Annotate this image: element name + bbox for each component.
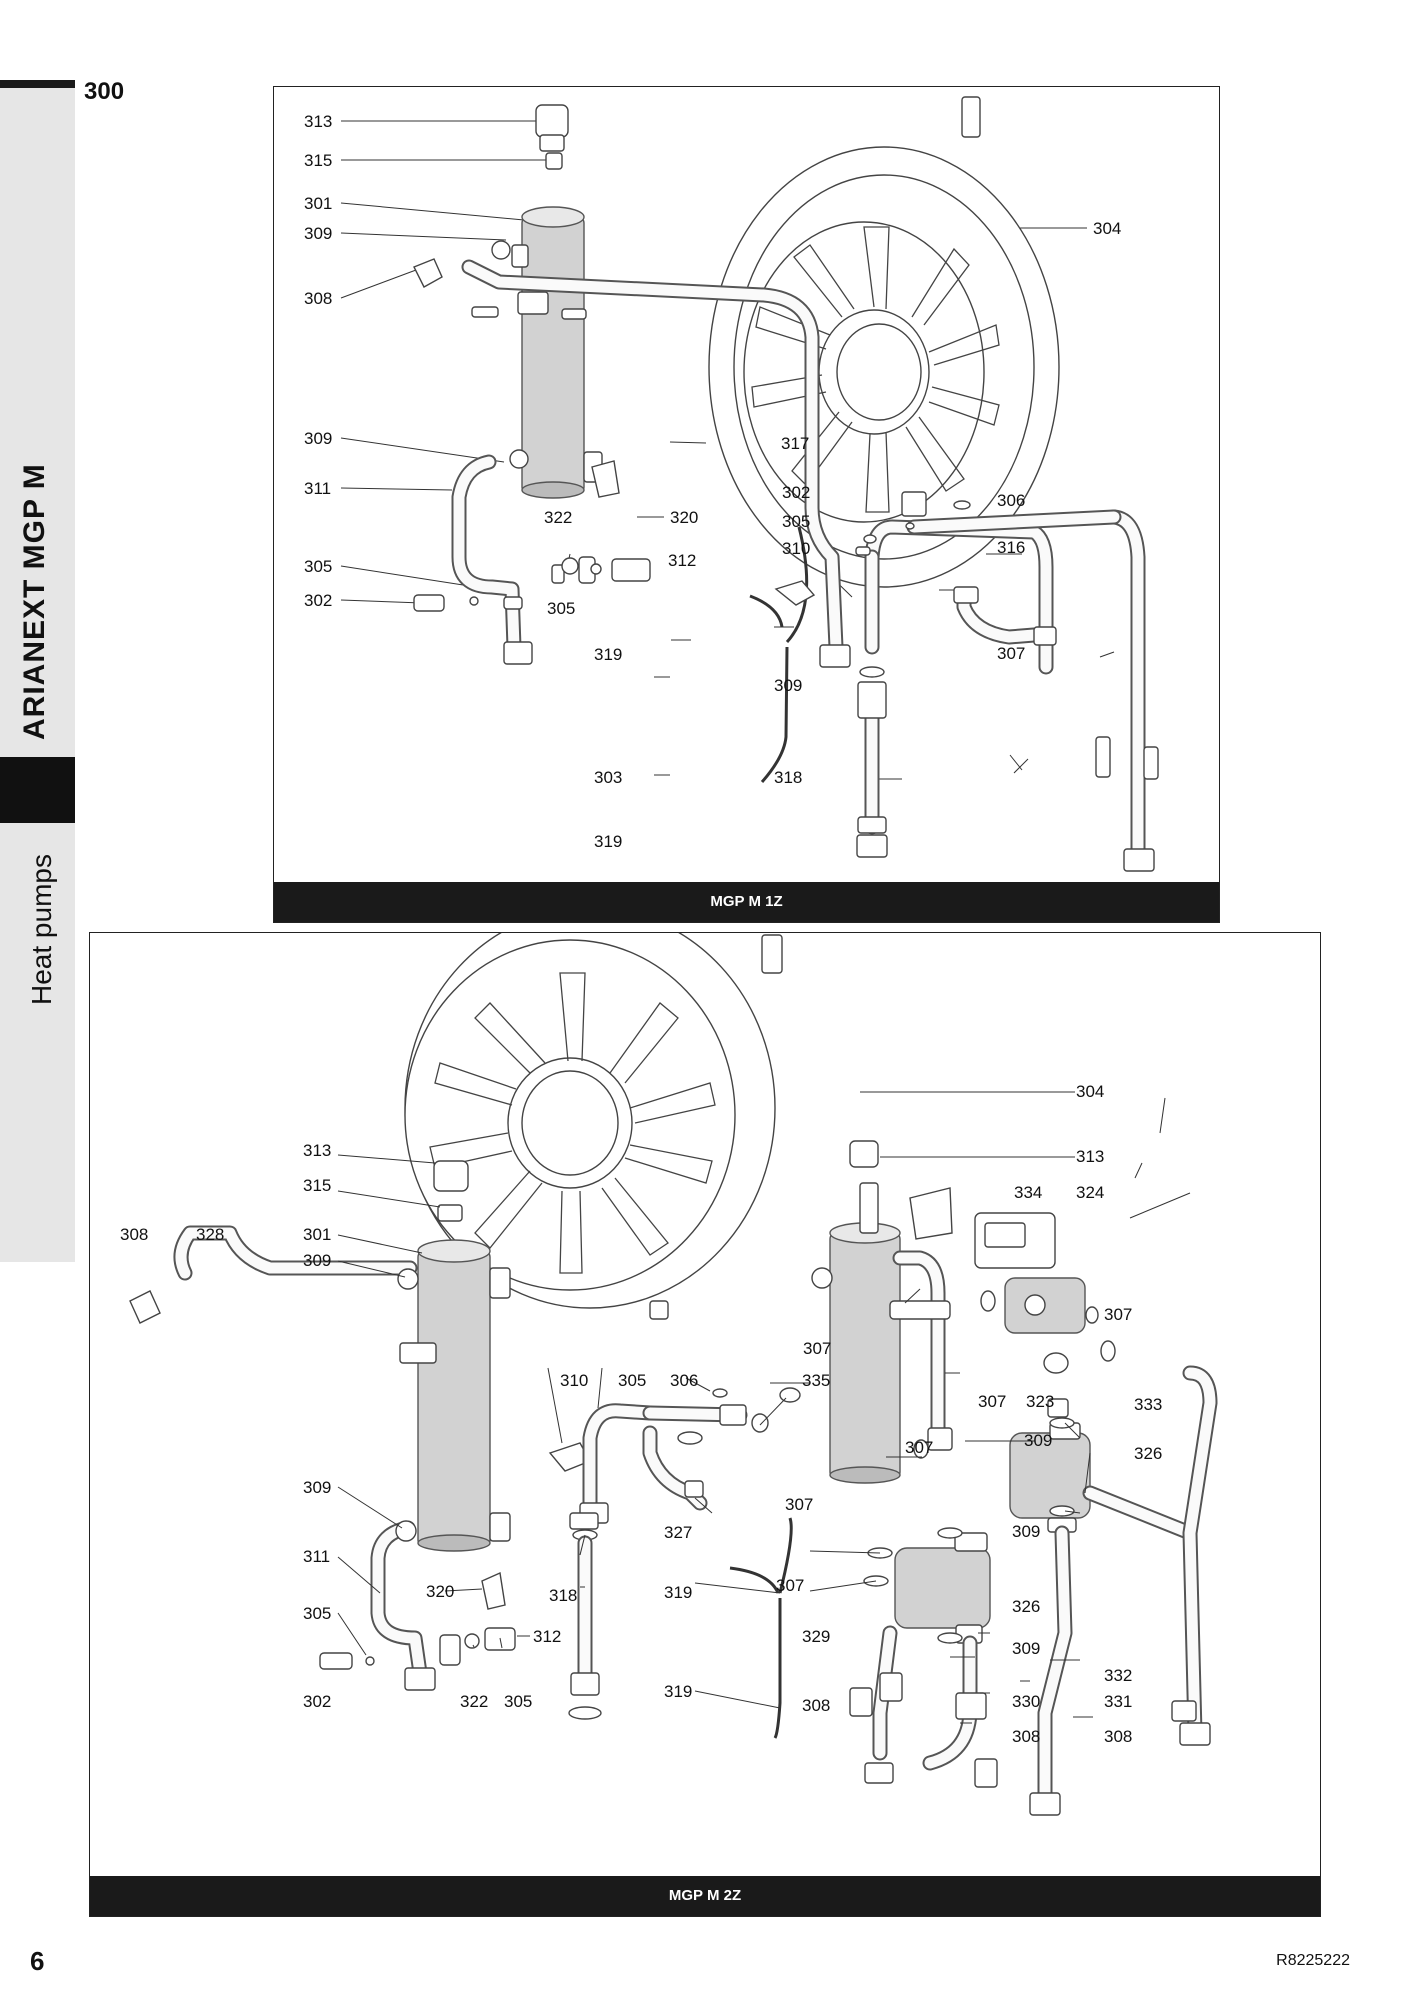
label-334: 334 xyxy=(1014,1183,1043,1202)
label-309: 309 xyxy=(1012,1522,1041,1541)
label-309: 309 xyxy=(1012,1639,1041,1658)
section-code: 300 xyxy=(84,78,125,105)
label-319: 319 xyxy=(664,1583,693,1602)
label-315: 315 xyxy=(304,151,333,170)
label-330: 330 xyxy=(1012,1692,1041,1711)
label-311: 311 xyxy=(303,1547,331,1566)
label-304: 304 xyxy=(1093,219,1122,238)
label-301: 301 xyxy=(304,194,333,213)
label-307: 307 xyxy=(776,1576,805,1595)
label-312: 312 xyxy=(668,551,697,570)
label-309: 309 xyxy=(1024,1431,1053,1450)
label-309: 309 xyxy=(303,1251,332,1270)
label-309: 309 xyxy=(774,676,803,695)
label-317: 317 xyxy=(781,434,810,453)
label-309: 309 xyxy=(304,429,333,448)
label-305: 305 xyxy=(782,512,811,531)
label-313: 313 xyxy=(303,1141,332,1160)
label-319: 319 xyxy=(664,1682,693,1701)
label-308: 308 xyxy=(120,1225,149,1244)
page-number: 6 xyxy=(30,1946,45,1976)
label-335: 335 xyxy=(802,1371,831,1390)
label-310: 310 xyxy=(560,1371,589,1390)
label-326: 326 xyxy=(1012,1597,1041,1616)
label-307: 307 xyxy=(997,644,1026,663)
label-311: 311 xyxy=(304,479,332,498)
label-313: 313 xyxy=(304,112,333,131)
label-318: 318 xyxy=(774,768,803,787)
label-305: 305 xyxy=(547,599,576,618)
label-305: 305 xyxy=(304,557,333,576)
rail-top-line xyxy=(0,80,75,88)
label-313: 313 xyxy=(1076,1147,1105,1166)
label-323: 323 xyxy=(1026,1392,1055,1411)
label-307: 307 xyxy=(785,1495,814,1514)
label-307: 307 xyxy=(803,1339,832,1358)
label-309: 309 xyxy=(304,224,333,243)
label-326: 326 xyxy=(1134,1444,1163,1463)
label-320: 320 xyxy=(426,1582,455,1601)
label-308: 308 xyxy=(1012,1727,1041,1746)
label-319: 319 xyxy=(594,645,623,664)
label-301: 301 xyxy=(303,1225,332,1244)
diagram-caption-1z: MGP M 1Z xyxy=(274,882,1219,922)
label-309: 309 xyxy=(303,1478,332,1497)
label-303: 303 xyxy=(594,768,623,787)
label-333: 333 xyxy=(1134,1395,1163,1414)
label-315: 315 xyxy=(303,1176,332,1195)
label-306: 306 xyxy=(670,1371,699,1390)
label-332: 332 xyxy=(1104,1666,1133,1685)
label-322: 322 xyxy=(460,1692,489,1711)
label-305: 305 xyxy=(504,1692,533,1711)
label-307: 307 xyxy=(1104,1305,1133,1324)
label-327: 327 xyxy=(664,1523,693,1542)
product-title: ARIANEXT MGP M xyxy=(18,463,51,740)
label-319: 319 xyxy=(594,832,623,851)
rail-marker xyxy=(0,757,75,823)
label-308: 308 xyxy=(802,1696,831,1715)
label-302: 302 xyxy=(782,483,811,502)
diagram-caption-2z: MGP M 2Z xyxy=(90,1876,1320,1916)
label-302: 302 xyxy=(303,1692,332,1711)
label-329: 329 xyxy=(802,1627,831,1646)
expansion-vessel xyxy=(404,933,783,1320)
label-308: 308 xyxy=(304,289,333,308)
label-331: 331 xyxy=(1104,1692,1133,1711)
label-316: 316 xyxy=(997,538,1026,557)
label-312: 312 xyxy=(533,1627,562,1646)
label-324: 324 xyxy=(1076,1183,1105,1202)
label-318: 318 xyxy=(549,1586,578,1605)
label-308: 308 xyxy=(1104,1727,1133,1746)
label-310: 310 xyxy=(782,539,811,558)
diagram-panel-2z: 304 313 315 313 334 324 308 328 301 309 … xyxy=(89,932,1321,1917)
side-rail xyxy=(0,82,75,1262)
label-302: 302 xyxy=(304,591,333,610)
label-305: 305 xyxy=(303,1604,332,1623)
exploded-view-2z xyxy=(129,933,1218,1816)
diagram-panel-1z: 313 315 301 309 308 304 309 317 311 322 … xyxy=(273,86,1220,923)
label-320: 320 xyxy=(670,508,699,527)
category-title: Heat pumps xyxy=(26,854,57,1005)
exploded-view-1z xyxy=(340,96,1159,872)
label-305: 305 xyxy=(618,1371,647,1390)
label-322: 322 xyxy=(544,508,573,527)
expansion-vessel xyxy=(708,96,1111,778)
label-307: 307 xyxy=(905,1438,934,1457)
label-306: 306 xyxy=(997,491,1026,510)
label-307: 307 xyxy=(978,1392,1007,1411)
label-328: 328 xyxy=(196,1225,225,1244)
label-304: 304 xyxy=(1076,1082,1105,1101)
document-code: R8225222 xyxy=(1276,1952,1350,1969)
